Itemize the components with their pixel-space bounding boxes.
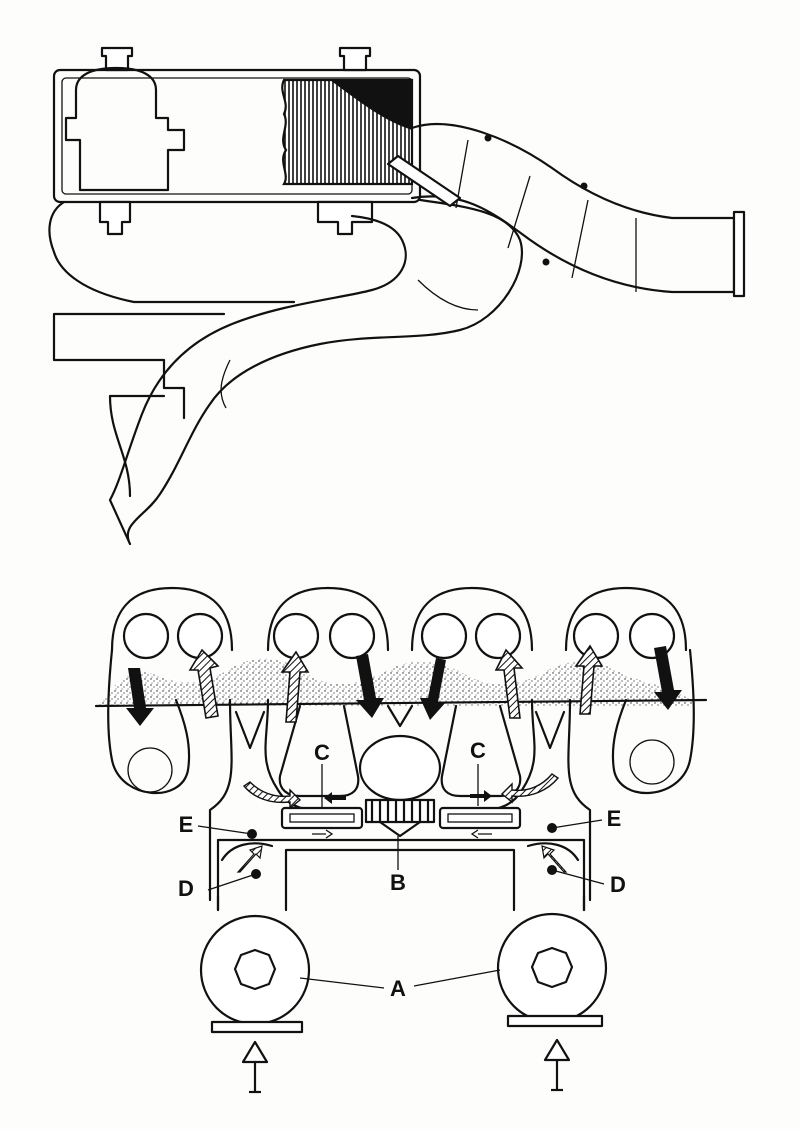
sensor-rod [386,154,462,208]
air-cleaner-box [52,68,422,204]
mount-lug-right [316,200,374,236]
label-C-right: C [470,738,486,763]
label-C-left: C [314,740,330,765]
valve-6 [474,612,522,660]
intake-pipe-lower [108,198,523,546]
head-arch-3 [410,586,534,652]
cooler-left [280,806,364,830]
deck-line [94,698,708,708]
crankcase [216,838,586,912]
label-D-right: D [610,872,626,897]
blower-left-hub [233,948,277,991]
inlet-arrow-right [543,1038,571,1090]
gasket-band [98,658,700,706]
valve-8 [628,612,676,660]
label-A: A [390,976,406,1001]
cooler-right [438,806,522,830]
flow-arrow-down-1 [126,668,154,726]
valve-7 [572,612,620,660]
label-E-right: E [607,806,622,831]
flow-arrow-down-4 [654,646,682,710]
label-E-left: E [179,812,194,837]
top-stud-left [100,46,134,72]
finned-core-B [364,798,436,838]
flow-arrow-up-3 [494,648,524,719]
flow-arrow-up-2 [280,650,310,723]
valve-1 [122,612,170,660]
exhaust-loop-right [611,648,695,794]
flow-arrow-up-1 [188,648,220,719]
blower-right-hub [530,946,574,989]
flow-arrow-down-3 [420,658,446,720]
head-arch-2 [266,586,390,652]
intake-flange [732,210,746,298]
head-arch-4 [564,586,688,652]
engine-block-outline [48,200,296,420]
plenum-dome [358,734,442,802]
filter-shadow [330,80,412,130]
inlet-arrow-left [241,1040,269,1092]
mount-lug-left [98,200,132,236]
intake-pipe-upper [410,123,736,294]
runner-C-left [278,704,360,798]
head-arch-1 [110,586,234,652]
valve-2 [176,612,224,660]
valve-5 [420,612,468,660]
intake-assembly-drawing [48,46,746,546]
top-stud-right [338,46,372,72]
carburettor-outline [64,66,186,192]
flow-arrow-down-2 [356,654,384,718]
label-D-left: D [178,876,194,901]
exhaust-loop-left [107,648,191,794]
valve-4 [328,612,376,660]
flow-curve-right [500,773,560,804]
engine-airflow-diagram [94,586,708,1094]
flow-curve-left [242,781,302,810]
label-B: B [390,870,406,895]
flow-arrow-up-4 [574,644,604,715]
